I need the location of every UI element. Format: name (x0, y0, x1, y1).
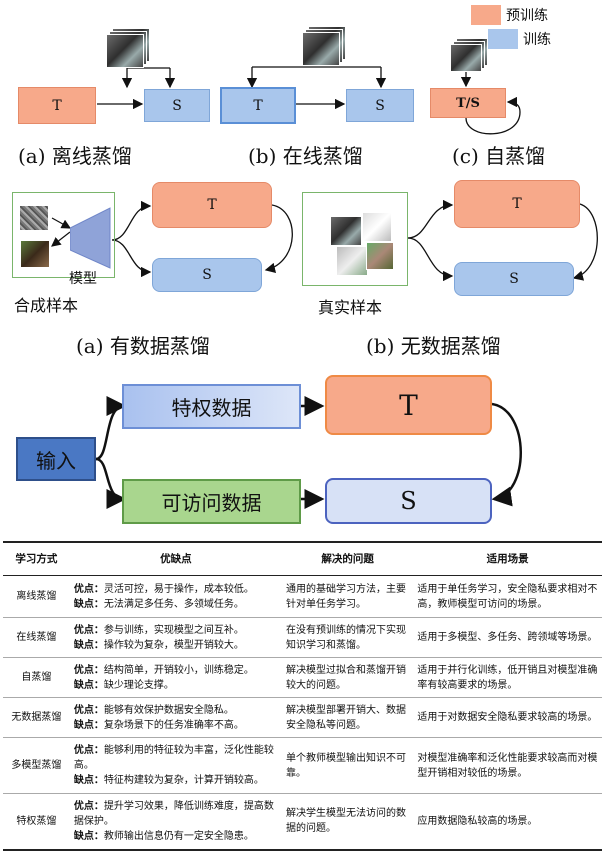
generator-model-shape (70, 207, 111, 269)
legend-label-pretrain: 预训练 (506, 8, 548, 24)
problem-cell: 解决模型过拟合和蒸馏开销较大的问题。 (281, 657, 414, 698)
problem-cell: 在没有预训练的情况下实现知识学习和蒸馏。 (281, 617, 414, 658)
problem-cell: 解决学生模型无法访问的数据的问题。 (281, 793, 414, 851)
teacher-box-data-free: T (454, 180, 580, 228)
scenario-cell: 适用于对数据安全隐私要求较高的场景。 (413, 697, 602, 738)
pro-label: 优点： (73, 664, 104, 676)
caption-data-free: (b) 无数据蒸馏 (366, 334, 501, 358)
problem-cell: 解决模型部署开销大、数据安全隐私等问题。 (281, 697, 414, 738)
pros-cons-cell: 优点：参与训练，实现模型之间互补。缺点：操作较为复杂，模型开销较大。 (69, 617, 282, 658)
legend-label-train: 训练 (523, 32, 551, 48)
table-row: 离线蒸馏 优点：灵活可控，易于操作，成本较低。缺点：无法满足多任务、多领域任务。… (3, 575, 602, 618)
con-label: 缺点： (73, 719, 104, 731)
pro-text: 能够有效保护数据安全隐私。 (103, 704, 234, 716)
method-cell: 自蒸馏 (3, 657, 70, 698)
teacher-box-with-data: T (152, 182, 272, 228)
privileged-data-box: 特权数据 (122, 384, 301, 429)
method-cell: 无数据蒸馏 (3, 697, 70, 738)
con-label: 缺点： (73, 679, 104, 691)
accessible-data-box: 可访问数据 (122, 479, 301, 524)
noise-image (20, 206, 48, 230)
pros-cons-cell: 优点：提升学习效果，降低训练难度，提高数据保护。缺点：教师输出信息仍有一定安全隐… (69, 793, 282, 851)
header-method: 学习方式 (3, 541, 70, 576)
student-box-offline: S (144, 89, 210, 122)
table-row: 在线蒸馏 优点：参与训练，实现模型之间互补。缺点：操作较为复杂，模型开销较大。 … (3, 617, 602, 658)
con-label: 缺点： (73, 639, 104, 651)
real-image-3 (336, 246, 368, 276)
input-box: 输入 (16, 437, 96, 481)
con-text: 教师输出信息仍有一定安全隐患。 (103, 830, 254, 842)
con-label: 缺点： (73, 598, 104, 610)
caption-offline: (a) 离线蒸馏 (18, 144, 132, 168)
scenario-cell: 对模型准确率和泛化性能要求较高而对模型开销相对较低的场景。 (413, 737, 602, 794)
pro-text: 提升学习效果，降低训练难度，提高数据保护。 (73, 800, 274, 827)
caption-online: (b) 在线蒸馏 (248, 144, 363, 168)
pro-label: 优点： (73, 745, 104, 756)
pros-cons-cell: 优点：结构简单，开销较小，训练稳定。缺点：缺少理论支撑。 (69, 657, 282, 698)
table-row: 自蒸馏 优点：结构简单，开销较小，训练稳定。缺点：缺少理论支撑。 解决模型过拟合… (3, 657, 602, 698)
scenario-cell: 适用于单任务学习，安全隐私要求相对不高，教师模型可访问的场景。 (413, 575, 602, 618)
image-stack-online (302, 26, 348, 66)
generator-label: 模型 (69, 271, 97, 287)
comparison-table: 学习方式 优缺点 解决的问题 适用场景 离线蒸馏 优点：灵活可控，易于操作，成本… (3, 541, 602, 851)
method-cell: 在线蒸馏 (3, 617, 70, 658)
synthetic-image (20, 240, 50, 268)
legend-swatch-pretrain (471, 5, 501, 25)
caption-self: (c) 自蒸馏 (452, 144, 546, 168)
self-distill-box: T/S (430, 88, 506, 118)
pro-label: 优点： (73, 583, 104, 595)
header-problem: 解决的问题 (281, 541, 414, 576)
scenario-cell: 适用于并行化训练，低开销且对模型准确率有较高要求的场景。 (413, 657, 602, 698)
pros-cons-cell: 优点：能够有效保护数据安全隐私。缺点：复杂场景下的任务准确率不高。 (69, 697, 282, 738)
scenario-cell: 适用于多模型、多任务、跨领域等场景。 (413, 617, 602, 658)
caption-with-data: (a) 有数据蒸馏 (76, 334, 210, 358)
header-pros-cons: 优缺点 (69, 541, 282, 576)
method-cell: 多模型蒸馏 (3, 737, 70, 794)
pro-text: 灵活可控，易于操作，成本较低。 (103, 583, 254, 595)
con-label: 缺点： (73, 775, 104, 786)
student-box-privileged: S (325, 478, 492, 524)
problem-cell: 通用的基础学习方法，主要针对单任务学习。 (281, 575, 414, 618)
table-row: 无数据蒸馏 优点：能够有效保护数据安全隐私。缺点：复杂场景下的任务准确率不高。 … (3, 697, 602, 738)
synthetic-sample-frame (12, 192, 115, 278)
real-image-4 (366, 242, 394, 270)
con-text: 操作较为复杂，模型开销较大。 (103, 639, 244, 651)
pro-text: 能够利用的特征较为丰富，泛化性能较高。 (73, 745, 274, 771)
table-row: 多模型蒸馏 优点：能够利用的特征较为丰富，泛化性能较高。缺点：特征构建较为复杂，… (3, 737, 602, 794)
legend-swatch-train (488, 29, 518, 49)
problem-cell: 单个教师模型输出知识不可靠。 (281, 737, 414, 794)
con-text: 无法满足多任务、多领域任务。 (103, 598, 244, 610)
student-box-data-free: S (454, 262, 574, 296)
pros-cons-cell: 优点：能够利用的特征较为丰富，泛化性能较高。缺点：特征构建较为复杂，计算开销较高… (69, 737, 282, 794)
student-box-online: S (346, 89, 414, 122)
student-box-with-data: S (152, 258, 262, 292)
header-scenario: 适用场景 (413, 541, 602, 576)
synthetic-samples-label: 合成样本 (14, 296, 79, 315)
method-cell: 离线蒸馏 (3, 575, 70, 618)
image-stack-offline (106, 28, 152, 68)
con-text: 复杂场景下的任务准确率不高。 (103, 719, 244, 731)
pro-label: 优点： (73, 800, 104, 812)
scenario-cell: 应用数据隐私较高的场景。 (413, 793, 602, 851)
pro-label: 优点： (73, 624, 104, 636)
method-cell: 特权蒸馏 (3, 793, 70, 851)
teacher-box-offline: T (18, 87, 96, 124)
teacher-box-online: T (220, 87, 296, 124)
image-stack-self (450, 38, 490, 72)
real-sample-frame (302, 192, 408, 286)
pro-label: 优点： (73, 704, 104, 716)
pro-text: 结构简单，开销较小，训练稳定。 (103, 664, 254, 676)
real-samples-label: 真实样本 (318, 298, 383, 317)
con-text: 特征构建较为复杂，计算开销较高。 (103, 775, 264, 786)
pro-text: 参与训练，实现模型之间互补。 (103, 624, 244, 636)
table-header-row: 学习方式 优缺点 解决的问题 适用场景 (3, 541, 602, 576)
table-row: 特权蒸馏 优点：提升学习效果，降低训练难度，提高数据保护。缺点：教师输出信息仍有… (3, 793, 602, 851)
real-image-1 (330, 216, 362, 246)
connector-layer (51, 66, 598, 509)
teacher-box-privileged: T (325, 375, 492, 435)
con-label: 缺点： (73, 830, 104, 842)
real-image-2 (362, 212, 392, 242)
pros-cons-cell: 优点：灵活可控，易于操作，成本较低。缺点：无法满足多任务、多领域任务。 (69, 575, 282, 618)
con-text: 缺少理论支撑。 (103, 679, 174, 691)
